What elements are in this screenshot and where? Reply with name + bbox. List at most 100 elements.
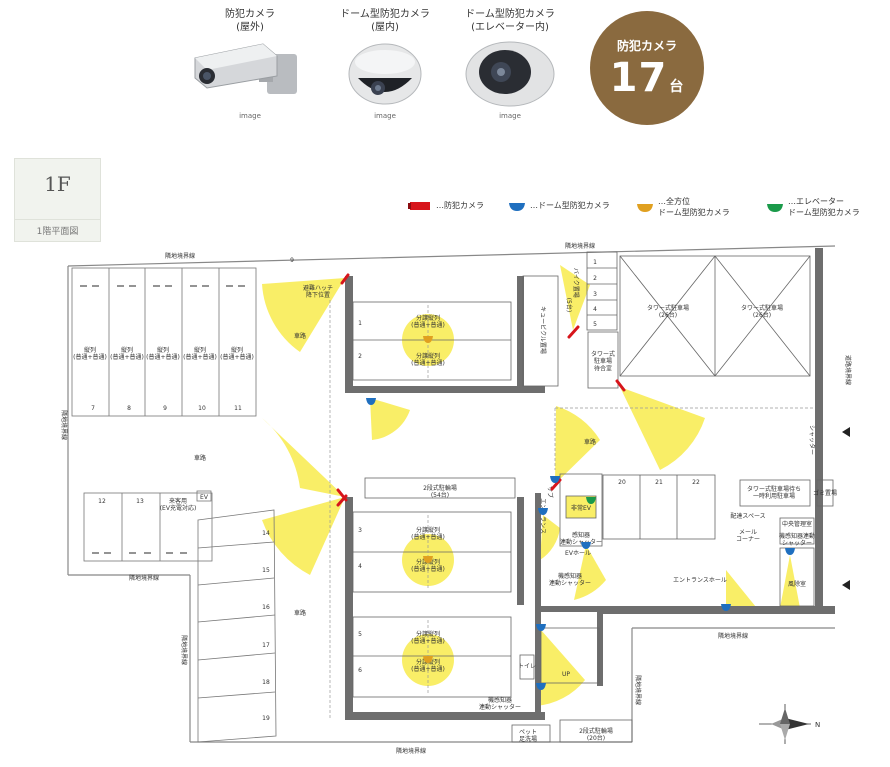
legend-item-omni: …全方位ドーム型防犯カメラ: [636, 196, 730, 218]
floor-code: 1F: [44, 172, 71, 196]
road-label: 車路: [194, 454, 206, 462]
parking-number: 21: [655, 479, 663, 486]
elevator-dome-camera-icon: [465, 41, 555, 107]
floor-label-box: 1F 1階平面図: [14, 158, 101, 242]
parking-number: 11: [234, 405, 242, 412]
parking-type-label: 縦列(普通+普通): [110, 346, 144, 361]
road-dashed-lines: [329, 300, 815, 720]
total-count-value: 17: [609, 55, 668, 101]
legend-label-line2: ドーム型防犯カメラ: [658, 208, 730, 217]
parking-type-label: 縦列(普通+普通): [73, 346, 107, 361]
parking-number: 7: [91, 405, 95, 412]
camera-subtitle: (屋外): [236, 22, 264, 33]
sensor-shutter-label: 機感知器連動シャッター: [549, 572, 591, 587]
camera-indoor-dome: ドーム型防犯カメラ (屋内) image: [320, 8, 450, 120]
boundary-label: 隣地境界線: [565, 242, 595, 250]
compass-north: N: [815, 721, 820, 729]
camera-subtitle: (屋内): [371, 22, 399, 33]
dome-camera-markers: [366, 398, 795, 690]
unit-number: 5: [358, 631, 362, 638]
legend-label-line1: …エレベーター: [788, 197, 844, 206]
guest-parking-label: 来客用(EV充電対応): [160, 497, 197, 512]
legend-item-dome: …ドーム型防犯カメラ: [508, 200, 610, 211]
admin-room-label: 中央管理室: [782, 520, 812, 528]
unit-number: 2: [358, 353, 362, 360]
entrance-hall-label: エントランスホール: [673, 577, 727, 584]
total-unit: 台: [669, 79, 685, 95]
camera-caption: image: [499, 112, 521, 120]
parking-number: 16: [262, 604, 270, 611]
sensor-shutter-label: 機感知器連動シャッター: [479, 696, 521, 711]
bullet-camera-icon: [194, 43, 297, 94]
parking-number: 18: [262, 679, 270, 686]
shutter-label: シャッター: [808, 425, 816, 455]
tower-parking-label: タワー式駐車場(26台): [647, 304, 689, 319]
camera-caption: image: [239, 112, 261, 120]
legend-label: …エレベータードーム型防犯カメラ: [788, 196, 860, 218]
legend-label: …防犯カメラ: [436, 201, 484, 210]
parking-number: 15: [262, 567, 270, 574]
road-label: 車路: [294, 609, 306, 617]
parking-block-left: [71, 267, 257, 417]
tower-waiting-2-label: タワー式駐車場待ち一時利用駐車場: [747, 485, 801, 500]
entrance-arrows: [842, 427, 850, 590]
legend-label: …全方位ドーム型防犯カメラ: [658, 196, 730, 218]
nine-label: 9: [290, 257, 294, 264]
camera-title: ドーム型防犯カメラ: [340, 9, 430, 20]
bike-slot: 5: [593, 321, 597, 328]
legend-label-line1: …全方位: [658, 197, 690, 206]
wind-room-label: 風除室: [788, 580, 806, 588]
boundary-label: 隣地境界線: [396, 747, 426, 755]
boundary-label: 隣地境界線: [634, 675, 642, 705]
parking-number: 10: [198, 405, 206, 412]
floor-name: 1階平面図: [15, 219, 100, 237]
parking-type-label: 縦列(普通+普通): [146, 346, 180, 361]
bike-slot: 4: [593, 306, 597, 313]
parking-number: 13: [136, 498, 144, 505]
bike-slot: 1: [593, 259, 597, 266]
parking-number: 19: [262, 715, 270, 722]
omni-dome-markers: [423, 336, 433, 663]
camera-title: 防犯カメラ: [225, 9, 275, 20]
legend-label-line2: ドーム型防犯カメラ: [788, 208, 860, 217]
parking-number: 22: [692, 479, 700, 486]
unit-number: 6: [358, 667, 362, 674]
split-label: 分譲縦列(普通+普通): [411, 352, 445, 367]
split-label: 分譲縦列(普通+普通): [411, 630, 445, 645]
ev-hall-label: EVホール: [565, 550, 591, 557]
two-tier-parking-20: 2段式駐輪場(20台): [579, 727, 613, 742]
parking-number: 17: [262, 642, 270, 649]
boundary-label: 隣地境界線: [165, 252, 195, 260]
pet-wash-label: ペット足洗場: [519, 729, 537, 743]
boundary-label: 隣地境界線: [129, 574, 159, 582]
mail-corner-label: メールコーナー: [736, 529, 760, 543]
elevator-camera-marker: [586, 497, 596, 504]
up-label: UP: [562, 671, 570, 678]
total-label: 防犯カメラ: [616, 39, 677, 53]
sensor-shutter-label: 機感知器連動シャッター: [779, 532, 815, 547]
unit-number: 1: [358, 320, 362, 327]
legend-item-camera: …防犯カメラ: [408, 200, 484, 211]
camera-outdoor: 防犯カメラ (屋外) image: [185, 8, 315, 120]
two-tier-parking-54: 2段式駐輪場(54台): [423, 484, 457, 499]
road-label: 車路: [294, 332, 306, 340]
parking-stall-labels: 縦列(普通+普通) 縦列(普通+普通) 縦列(普通+普通) 縦列(普通+普通) …: [73, 346, 254, 412]
bike-slot: 2: [593, 275, 597, 282]
legend-label: …ドーム型防犯カメラ: [530, 201, 610, 210]
unit-number: 4: [358, 563, 362, 570]
elevator-camera-marker-icon: [767, 204, 783, 212]
camera-subtitle: (エレベーター内): [471, 22, 549, 33]
parking-block-lower-left: [83, 490, 213, 562]
bike-parking-label: バイク置場(5台): [565, 268, 580, 312]
compass-icon: N: [759, 704, 820, 744]
ev-label: EV: [200, 494, 209, 501]
building-walls: [345, 248, 835, 720]
boundary-label: 隣地境界線: [60, 410, 68, 440]
omni-dome-camera-marker-icon: [637, 204, 653, 212]
sub-entrance-label: サブエントランス: [539, 486, 554, 534]
dome-camera-icon: [348, 43, 422, 105]
parking-column-right: [197, 509, 277, 743]
parking-number: 8: [127, 405, 131, 412]
